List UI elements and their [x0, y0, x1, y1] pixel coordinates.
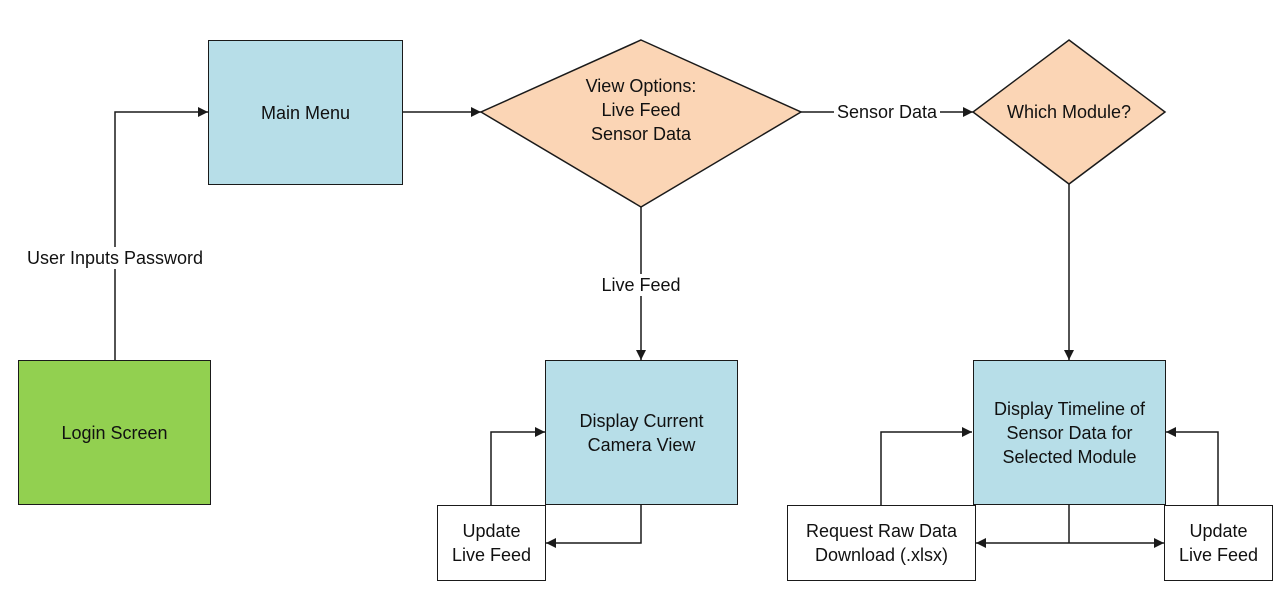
- camera-view-box[interactable]: Display Current Camera View: [545, 360, 738, 505]
- edge-update-left-to-camera: [490, 427, 545, 505]
- update-live-feed-right-box[interactable]: Update Live Feed: [1164, 505, 1273, 581]
- login-screen-box[interactable]: Login Screen: [18, 360, 211, 505]
- edge-label-sensor-data: Sensor Data: [834, 101, 940, 123]
- view-options-label: View Options: Live Feed Sensor Data: [585, 76, 697, 144]
- timeline-box[interactable]: Display Timeline of Sensor Data for Sele…: [973, 360, 1166, 505]
- update-live-feed-left-box[interactable]: Update Live Feed: [437, 505, 546, 581]
- main-menu-box[interactable]: Main Menu: [208, 40, 403, 185]
- edge-label-password: User Inputs Password: [20, 247, 210, 269]
- edge-login-to-main-menu: [114, 107, 208, 360]
- edge-camera-to-update-left: [546, 505, 642, 548]
- edge-update-right-to-timeline: [1166, 427, 1219, 505]
- edge-label-live-feed: Live Feed: [597, 274, 685, 296]
- edge-raw-data-to-timeline: [880, 427, 972, 505]
- which-module-label: Which Module?: [1006, 102, 1132, 122]
- raw-data-download-box[interactable]: Request Raw Data Download (.xlsx): [787, 505, 976, 581]
